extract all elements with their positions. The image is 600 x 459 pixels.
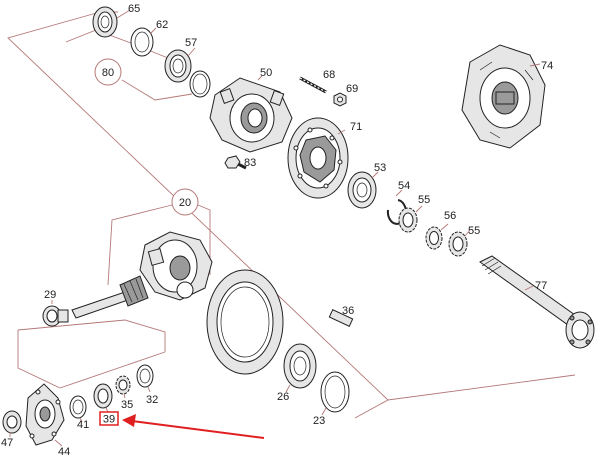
callout-44: 44 — [58, 446, 70, 458]
callout-36: 36 — [342, 305, 354, 317]
part-41-seal — [69, 395, 87, 423]
callout-54: 54 — [398, 180, 410, 192]
callout-68: 68 — [323, 69, 335, 81]
part-36-pin — [328, 309, 354, 327]
callout-55-b: 55 — [468, 225, 480, 237]
callout-53: 53 — [374, 162, 386, 174]
highlight-box — [99, 411, 119, 426]
callout-39: 39 — [103, 414, 115, 426]
callout-71: 71 — [350, 121, 362, 133]
callout-labels: 65 62 57 50 68 69 74 71 83 53 54 55 56 5… — [1, 3, 553, 458]
callout-group-80: 80 — [65, 29, 193, 101]
part-56-washer — [425, 223, 449, 250]
part-55-lock-washer-a — [398, 205, 423, 233]
callout-32: 32 — [146, 394, 158, 406]
part-39-bearing — [93, 383, 113, 413]
part-20-differential — [139, 231, 213, 301]
callout-62: 62 — [156, 19, 168, 31]
callout-65: 65 — [128, 3, 140, 15]
highlighted-callout-39: 39 — [99, 411, 119, 426]
outline-frame-lower — [17, 319, 389, 419]
o-ring-part — [189, 70, 211, 98]
part-32-shim — [136, 364, 154, 393]
pinion-shaft — [71, 275, 149, 319]
callout-41: 41 — [77, 419, 89, 431]
callout-80: 80 — [102, 67, 114, 79]
callout-74: 74 — [541, 60, 553, 72]
part-71-flange — [287, 117, 349, 199]
part-55-lock-washer-b — [448, 229, 471, 257]
callout-47: 47 — [1, 437, 13, 449]
part-65-seal — [92, 6, 131, 38]
part-35-spacer — [115, 375, 131, 399]
callout-55-a: 55 — [418, 194, 430, 206]
part-26-bearing — [283, 343, 317, 393]
part-23-ring — [320, 371, 350, 416]
callout-23: 23 — [313, 415, 325, 427]
part-69-nut — [333, 92, 347, 107]
part-68-stud — [299, 76, 327, 94]
callout-50: 50 — [260, 67, 272, 79]
callout-57: 57 — [185, 37, 197, 49]
callout-83: 83 — [244, 157, 256, 169]
callout-69: 69 — [346, 83, 358, 95]
callout-77: 77 — [535, 280, 547, 292]
callout-26: 26 — [277, 391, 289, 403]
part-50-housing — [209, 75, 293, 153]
part-74-cover — [461, 44, 546, 149]
part-57-bearing — [164, 47, 196, 83]
callout-35: 35 — [121, 399, 133, 411]
part-29-spacer — [42, 300, 69, 327]
ring-gear — [206, 269, 284, 375]
callout-group-20: 20 — [107, 188, 211, 286]
part-62-ring — [130, 27, 157, 57]
part-77-axle-shaft — [479, 255, 595, 349]
part-53-bearing — [347, 171, 379, 209]
callout-29: 29 — [44, 289, 56, 301]
callout-20: 20 — [179, 197, 191, 209]
part-83-bolt — [224, 155, 247, 170]
part-44-drive-flange — [25, 383, 65, 447]
part-47-nut — [2, 410, 22, 437]
red-pointer-arrow — [122, 414, 265, 439]
callout-56: 56 — [444, 210, 456, 222]
